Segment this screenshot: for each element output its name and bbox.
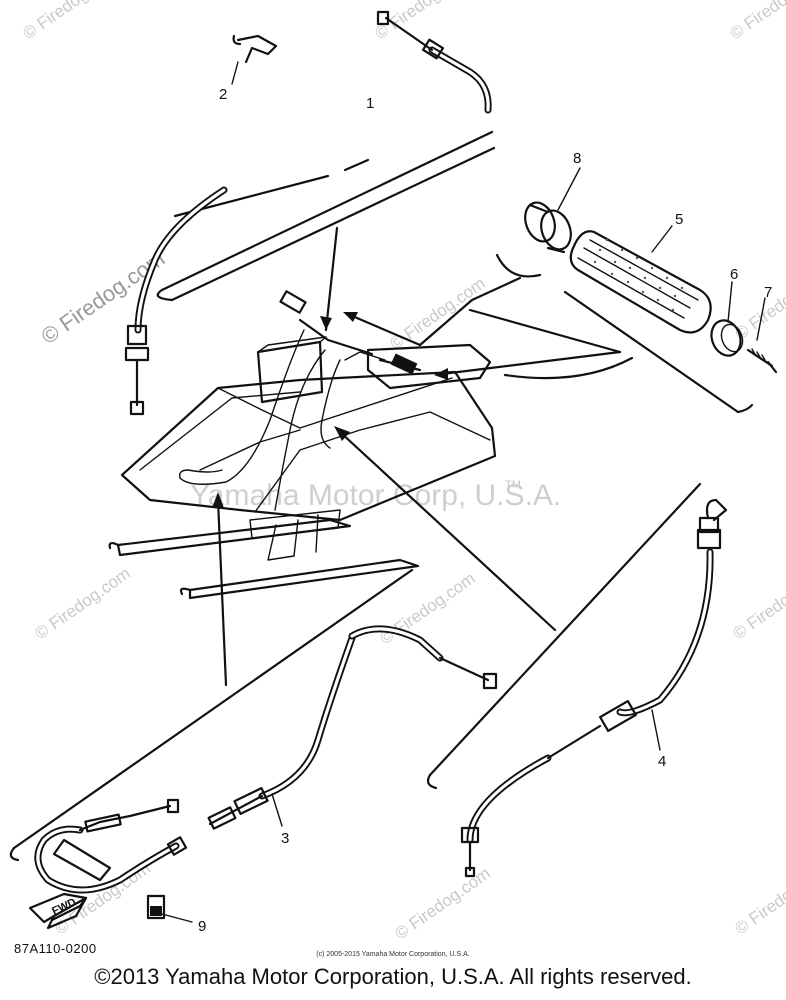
part-6-end-cap <box>710 319 744 357</box>
cable-3 <box>34 625 498 894</box>
callout-6: 6 <box>730 266 738 283</box>
arrow-leaders <box>212 226 634 687</box>
small-copyright: (c) 2005-2015 Yamaha Motor Corporation, … <box>316 951 470 958</box>
part-7-screw <box>746 348 778 374</box>
watermark-group: © Firedog.com © Firedog.com © Firedog.co… <box>19 0 786 943</box>
watermark-text: © Firedog.com <box>386 274 488 354</box>
snowmobile-body <box>108 290 497 600</box>
watermark-text: © Firedog.com <box>37 246 170 349</box>
watermark-text: © Firedog.com <box>729 564 786 644</box>
callout-1: 1 <box>366 95 374 112</box>
callout-7: 7 <box>764 284 772 301</box>
part-5-grip <box>569 230 712 334</box>
watermark-text: © Firedog.com <box>376 569 478 649</box>
callout-3: 3 <box>281 830 289 847</box>
callout-leaders <box>161 61 766 923</box>
watermark-text: © Firedog.com <box>391 864 493 944</box>
diagram-code: 87A110-0200 <box>14 941 97 956</box>
callout-4: 4 <box>658 753 666 770</box>
cable-4 <box>460 498 728 878</box>
part-9-clip <box>146 894 166 920</box>
footer-copyright: ©2013 Yamaha Motor Corporation, U.S.A. A… <box>94 964 692 989</box>
cable-1 <box>124 10 492 416</box>
part-8-collar <box>524 201 572 254</box>
watermark-text: © Firedog.com <box>726 0 786 43</box>
callout-8: 8 <box>573 150 581 167</box>
callout-9: 9 <box>198 918 206 935</box>
watermark-text: © Firedog.com <box>31 564 133 644</box>
callout-numbers: 1 2 3 4 5 6 7 8 9 <box>198 86 772 935</box>
watermark-tm: TM <box>505 479 521 491</box>
watermark-text: © Firedog.com <box>731 859 786 939</box>
callout-2: 2 <box>219 86 227 103</box>
watermark-text: © Firedog.com <box>19 0 121 43</box>
watermark-text: © Firedog.com <box>371 0 473 43</box>
callout-5: 5 <box>675 211 683 228</box>
watermark-center: Yamaha Motor Corp, U.S.A. <box>190 479 561 512</box>
part-2-clip <box>232 34 278 64</box>
